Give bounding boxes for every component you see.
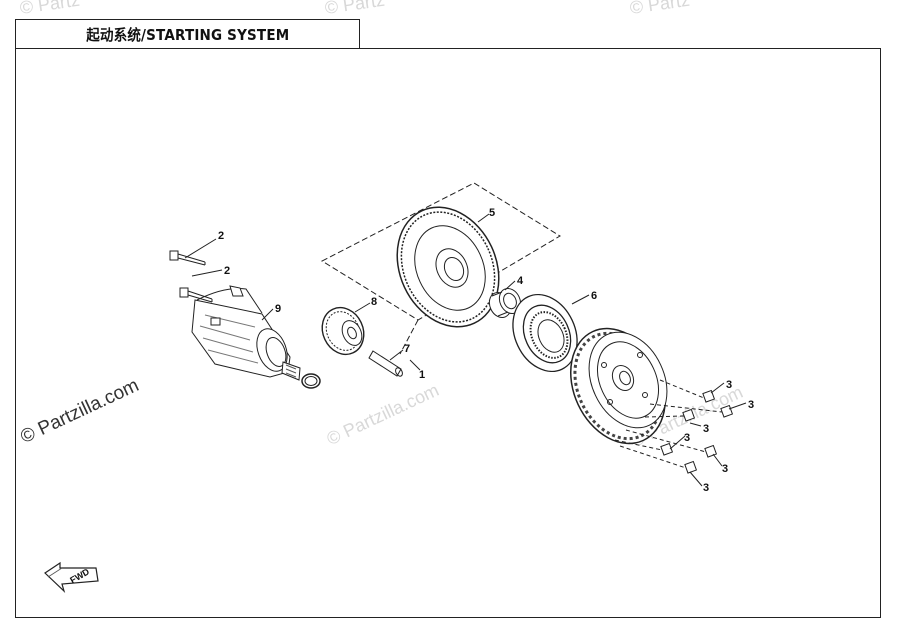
- leader-7: [389, 349, 404, 361]
- callout-3f: 3: [703, 482, 709, 494]
- one-way-clutch: [512, 293, 578, 373]
- callout-8: 8: [371, 296, 377, 308]
- o-ring: [301, 373, 321, 389]
- callout-5: 5: [489, 207, 495, 219]
- leader-1: [409, 359, 421, 371]
- dashed-assembly-outline: [320, 182, 561, 321]
- callout-2a: 2: [218, 230, 224, 242]
- callout-3a: 3: [726, 379, 732, 391]
- fwd-arrow-icon: FWD: [44, 561, 99, 593]
- idle-gear: [321, 306, 365, 356]
- callout-7: 7: [404, 343, 410, 355]
- starter-driven-gear: [396, 206, 500, 328]
- gear-shaft: [368, 350, 403, 377]
- callout-6: 6: [591, 290, 597, 302]
- diagram-title: 起动系统/STARTING SYSTEM: [85, 25, 290, 44]
- callout-3b: 3: [748, 399, 754, 411]
- leader-6: [571, 294, 590, 305]
- callout-3c: 3: [703, 423, 709, 435]
- leader-2a: [184, 238, 217, 259]
- callout-1: 1: [419, 369, 425, 381]
- flywheel-rotor: [569, 327, 668, 445]
- starter-motor: [191, 285, 301, 381]
- callout-3d: 3: [684, 432, 690, 444]
- diagram-title-box: 起动系统/STARTING SYSTEM: [15, 19, 360, 48]
- leader-8: [354, 302, 371, 313]
- callout-4: 4: [517, 275, 524, 287]
- callout-2b: 2: [224, 265, 230, 277]
- needle-bearing: [488, 287, 522, 319]
- callout-3e: 3: [722, 463, 728, 475]
- starter-bolt-lower: [179, 287, 213, 303]
- diagram-frame: [15, 48, 881, 618]
- leader-5: [477, 213, 490, 223]
- callout-9: 9: [275, 303, 281, 315]
- leader-9: [261, 308, 274, 321]
- leader-4: [504, 280, 516, 291]
- starter-bolt-upper: [169, 250, 206, 266]
- leader-2b: [191, 269, 223, 277]
